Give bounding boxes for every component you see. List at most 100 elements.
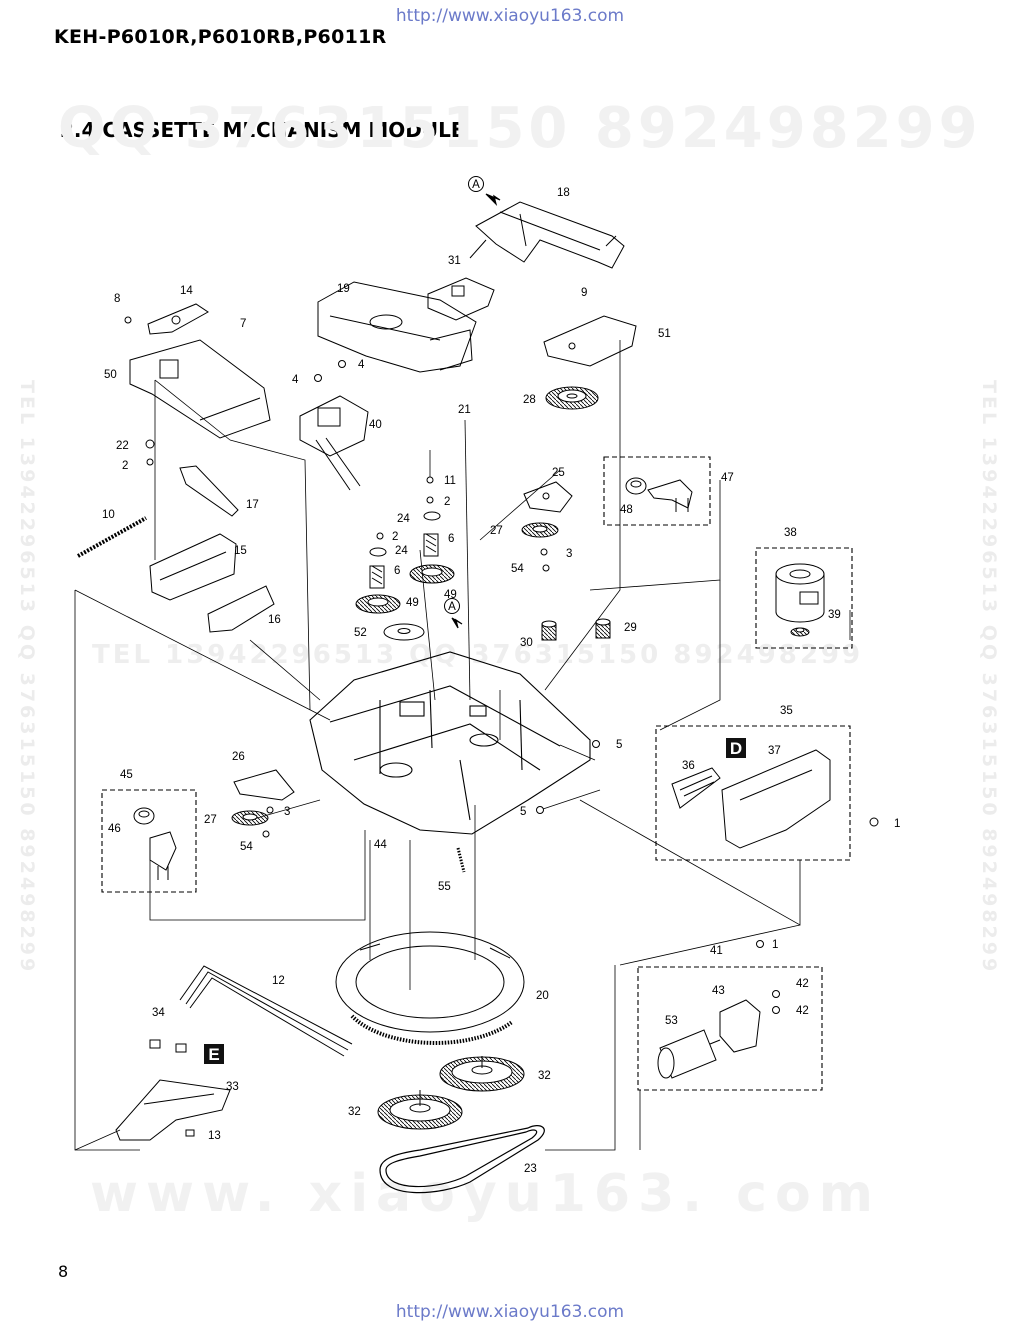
part-26-lever <box>233 769 295 801</box>
label-6-right: 6 <box>448 533 454 545</box>
source-url-top[interactable]: http://www.xiaoyu163.com <box>395 6 625 26</box>
part-46-roller <box>133 807 155 825</box>
label-32-left: 32 <box>348 1106 361 1118</box>
part-18-top-bracket <box>469 201 625 269</box>
label-23: 23 <box>524 1163 537 1175</box>
part-17-arm <box>179 465 239 517</box>
label-24: 24 <box>395 545 408 557</box>
group-box-47 <box>603 456 711 526</box>
watermark-www: www. xiaoyu163. com <box>90 1164 881 1224</box>
model-number-header: KEH-P6010R,P6010RB,P6011R <box>54 26 387 48</box>
part-10-spring <box>77 516 147 558</box>
label-12: 12 <box>272 975 285 987</box>
label-20: 20 <box>536 990 549 1002</box>
part-2-screw-left-center <box>376 532 384 540</box>
label-47: 47 <box>721 472 734 484</box>
part-3-washer-upper <box>540 548 548 556</box>
label-52: 52 <box>354 627 367 639</box>
part-2-screw-left <box>146 458 154 466</box>
label-4-right: 4 <box>358 359 365 371</box>
callout-circle-a-top <box>468 176 484 192</box>
label-27-upper: 27 <box>490 525 503 537</box>
part-31-head <box>427 277 495 321</box>
part-47-arm <box>647 479 693 512</box>
part-11-screw <box>426 476 434 484</box>
label-3-lower: 3 <box>284 806 290 818</box>
part-37-pcb <box>721 749 831 849</box>
part-44-main-chassis <box>309 651 591 835</box>
part-1-screw-lower <box>756 940 764 948</box>
label-54-lower: 54 <box>240 841 253 853</box>
callout-circle-a-mid <box>444 598 460 614</box>
part-50-plate <box>129 339 271 439</box>
part-54-washer-upper <box>542 564 550 572</box>
label-6-left: 6 <box>394 565 400 577</box>
part-15-slider <box>149 533 237 601</box>
part-43-bracket <box>719 999 761 1053</box>
section-title: 2.4 CASSETTE MECHANISM MODULE <box>60 118 465 142</box>
label-46: 46 <box>108 823 121 835</box>
label-18: 18 <box>557 187 570 199</box>
label-16: 16 <box>268 614 281 626</box>
label-36: 36 <box>682 760 695 772</box>
label-50: 50 <box>104 369 117 381</box>
group-box-41 <box>637 966 823 1091</box>
part-19-sub-plate <box>317 281 477 373</box>
label-17: 17 <box>246 499 259 511</box>
label-2-center: 2 <box>444 496 450 508</box>
label-43: 43 <box>712 985 725 997</box>
label-55: 55 <box>438 881 451 893</box>
label-39: 39 <box>828 609 841 621</box>
label-38: 38 <box>784 527 797 539</box>
label-28: 28 <box>523 394 536 406</box>
label-49-right: 49 <box>444 589 457 601</box>
label-1-right: 1 <box>894 818 900 830</box>
part-28-gear <box>545 386 599 410</box>
part-36-connector <box>671 767 721 809</box>
label-53: 53 <box>665 1015 678 1027</box>
part-16-slider <box>207 585 275 633</box>
label-21: 21 <box>458 404 471 416</box>
label-4-left: 4 <box>292 374 299 386</box>
label-31: 31 <box>448 255 461 267</box>
arrows <box>451 193 501 629</box>
label-30: 30 <box>520 637 533 649</box>
label-26: 26 <box>232 751 245 763</box>
part-33-pcb <box>115 1079 231 1141</box>
label-2-left-center: 2 <box>392 531 398 543</box>
label-24-top: 24 <box>397 513 410 525</box>
label-10: 10 <box>102 509 115 521</box>
part-27-gear-lower <box>231 810 269 826</box>
part-49-gear-right <box>409 533 455 584</box>
group-box-45 <box>101 789 197 893</box>
label-54-upper: 54 <box>511 563 524 575</box>
group-box-38 <box>755 547 853 649</box>
callout-a-mid: A <box>448 601 456 613</box>
part-42-screws <box>772 990 780 1014</box>
part-48-roller <box>625 477 647 495</box>
part-5-screw-a <box>592 740 600 748</box>
label-40: 40 <box>369 419 382 431</box>
label-19: 19 <box>337 283 350 295</box>
part-25-lever <box>523 481 573 513</box>
small-screws <box>124 316 600 838</box>
label-37: 37 <box>768 745 781 757</box>
part-55-spring <box>456 847 466 873</box>
part-39-pulley <box>790 627 810 637</box>
part-38-motor <box>775 563 825 623</box>
badge-d: D <box>730 739 742 758</box>
label-33: 33 <box>226 1081 239 1093</box>
part-4-screw-a <box>314 374 322 382</box>
part-22-bushing <box>145 439 155 449</box>
part-24-caps <box>369 511 441 557</box>
part-4-screw-b <box>338 360 346 368</box>
label-27-lower: 27 <box>204 814 217 826</box>
label-45: 45 <box>120 769 133 781</box>
source-url-bottom[interactable]: http://www.xiaoyu163.com <box>395 1302 625 1322</box>
label-7: 7 <box>240 318 246 330</box>
part-30-gear <box>541 620 557 641</box>
label-51: 51 <box>658 328 671 340</box>
group-boxes <box>101 456 853 1091</box>
part-40-head-block <box>299 395 369 491</box>
